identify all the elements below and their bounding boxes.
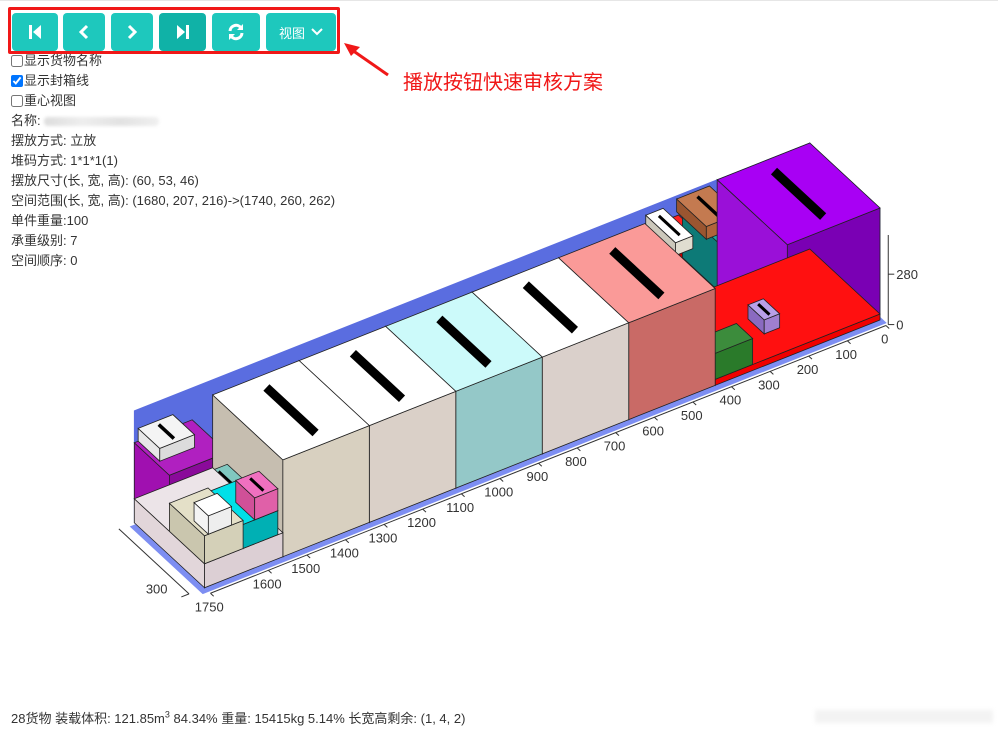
show-name-checkbox[interactable] <box>11 55 23 67</box>
length-axis-tick <box>210 592 215 597</box>
skip-first-icon <box>29 25 41 39</box>
playback-toolbar: 视图 <box>8 7 340 54</box>
next-button[interactable] <box>111 13 153 51</box>
length-axis-label: 1600 <box>253 576 282 591</box>
info-weight: 单件重量:100 <box>11 213 89 228</box>
length-axis-label: 1400 <box>330 546 359 561</box>
length-axis-label: 400 <box>719 393 741 408</box>
seal-line <box>770 167 827 220</box>
length-axis-tick <box>345 539 350 544</box>
view-label: 视图 <box>278 25 305 41</box>
length-axis-tick <box>769 371 774 375</box>
length-axis-label: 1300 <box>368 530 397 545</box>
refresh-icon <box>228 23 244 41</box>
length-axis-tick <box>422 508 427 513</box>
length-axis-tick <box>692 401 697 406</box>
info-name: 名称: <box>11 111 335 131</box>
height-axis-label: 0 <box>896 318 903 333</box>
seal-line <box>757 302 771 316</box>
length-axis-tick <box>576 447 581 452</box>
load-summary: 28货物 装载体积: 121.85m3 84.34% 重量: 15415kg 5… <box>11 708 465 727</box>
seal-line <box>609 247 665 300</box>
length-axis-tick <box>268 569 272 574</box>
name-label: 名称: <box>11 113 41 128</box>
annotation-arrow-icon <box>344 43 389 77</box>
seal-line <box>349 349 406 403</box>
length-axis-label: 100 <box>835 347 857 362</box>
center-view-checkbox[interactable] <box>11 95 23 107</box>
width-axis-tick <box>181 593 190 598</box>
length-axis-label: 200 <box>797 362 819 377</box>
skip-last-icon <box>176 25 189 39</box>
show-seal-line-checkbox[interactable] <box>11 75 23 87</box>
seal-line <box>436 315 492 368</box>
seal-line <box>263 384 319 437</box>
show-name-option[interactable]: 显示货物名称 <box>11 51 335 71</box>
length-axis-tick <box>615 432 620 436</box>
length-axis-tick <box>808 355 813 360</box>
redacted-area <box>815 710 993 723</box>
length-axis-tick <box>885 325 890 329</box>
length-axis-label: 900 <box>526 469 548 484</box>
last-button[interactable] <box>159 13 206 51</box>
redacted-name <box>44 116 160 126</box>
length-axis-tick <box>538 462 543 467</box>
summary-suffix: 84.34% 重量: 15415kg 5.14% 长宽高剩余: (1, 4, 2… <box>169 711 466 726</box>
info-load-level: 承重级别: 7 <box>11 233 78 248</box>
show-seal-line-label: 显示封箱线 <box>24 73 90 88</box>
length-axis-tick <box>461 493 465 498</box>
length-axis-line <box>210 325 887 594</box>
height-axis-label: 280 <box>896 267 918 282</box>
seal-line <box>217 470 233 485</box>
length-axis-label: 1750 <box>195 599 224 614</box>
chevron-down-icon <box>311 28 323 36</box>
info-range: 空间范围(长, 宽, 高): (1680, 207, 216)->(1740, … <box>11 193 336 208</box>
length-axis-label: 1200 <box>407 515 436 530</box>
length-axis-tick <box>499 478 504 482</box>
width-axis-line <box>118 528 190 595</box>
info-panel: 显示货物名称 显示封箱线 重心视图 名称: 摆放方式: 立放 堆码方式: 1*1… <box>11 51 335 271</box>
show-name-label: 显示货物名称 <box>24 53 103 68</box>
length-axis-label: 500 <box>681 408 703 423</box>
chevron-left-icon <box>78 24 89 40</box>
first-button[interactable] <box>12 13 58 51</box>
info-placement: 摆放方式: 立放 <box>11 133 97 148</box>
width-axis-label: 300 <box>146 582 168 597</box>
center-view-label: 重心视图 <box>24 93 77 108</box>
length-axis-tick <box>654 416 658 421</box>
length-axis-tick <box>731 386 736 391</box>
info-stacking: 堆码方式: 1*1*1(1) <box>11 153 118 168</box>
length-axis-label: 1000 <box>484 485 513 500</box>
info-size: 摆放尺寸(长, 宽, 高): (60, 53, 46) <box>11 173 199 188</box>
length-axis-label: 700 <box>604 439 626 454</box>
info-order: 空间顺序: 0 <box>11 253 78 268</box>
summary-prefix: 28货物 装载体积: 121.85m <box>11 711 165 726</box>
chevron-right-icon <box>127 24 138 40</box>
seal-line <box>157 423 176 440</box>
top-divider <box>0 0 998 1</box>
seal-line <box>522 281 578 334</box>
annotation-text: 播放按钮快速审核方案 <box>403 72 603 94</box>
show-seal-line-option[interactable]: 显示封箱线 <box>11 71 335 91</box>
refresh-button[interactable] <box>212 13 260 51</box>
seal-line <box>657 214 681 237</box>
center-view-option[interactable]: 重心视图 <box>11 91 335 111</box>
length-axis-label: 800 <box>565 454 587 469</box>
cargo-box-top <box>193 492 233 517</box>
view-dropdown[interactable]: 视图 <box>266 13 336 51</box>
length-axis-tick <box>383 524 388 528</box>
prev-button[interactable] <box>63 13 105 51</box>
length-axis-tick <box>847 340 851 345</box>
seal-line <box>696 195 720 218</box>
length-axis-label: 1100 <box>446 500 474 515</box>
length-axis-label: 300 <box>758 377 780 392</box>
summary-unit-sup: 3 <box>164 709 170 720</box>
length-axis-tick <box>306 554 311 559</box>
length-axis-label: 1500 <box>291 561 320 576</box>
length-axis-label: 600 <box>642 423 664 438</box>
seal-line <box>249 477 265 492</box>
length-axis-label: 0 <box>881 332 888 347</box>
